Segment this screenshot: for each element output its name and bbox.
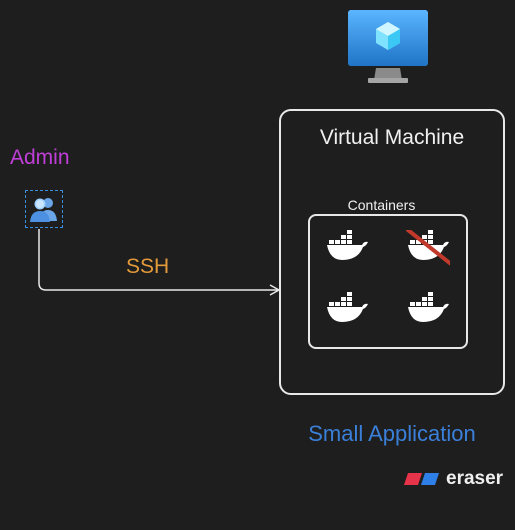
users-icon[interactable] — [25, 190, 63, 228]
docker-whale-icon[interactable] — [325, 292, 369, 328]
application-label: Small Application — [308, 421, 476, 446]
eraser-brand[interactable]: eraser — [404, 467, 503, 491]
docker-whale-icon-disabled[interactable] — [406, 230, 450, 266]
eraser-logo-icon — [404, 473, 439, 485]
vm-title: Virtual Machine — [319, 126, 465, 149]
ssh-edge-label: SSH — [126, 255, 170, 278]
virtual-machine-group[interactable] — [279, 109, 505, 395]
containers-group[interactable] — [308, 214, 468, 349]
azure-vm-monitor-icon — [348, 10, 428, 83]
containers-label: Containers — [347, 197, 416, 213]
brand-text: eraser — [446, 468, 504, 489]
docker-whale-icon[interactable] — [325, 230, 369, 266]
docker-whale-icon[interactable] — [406, 292, 450, 328]
admin-label: Admin — [10, 146, 70, 169]
